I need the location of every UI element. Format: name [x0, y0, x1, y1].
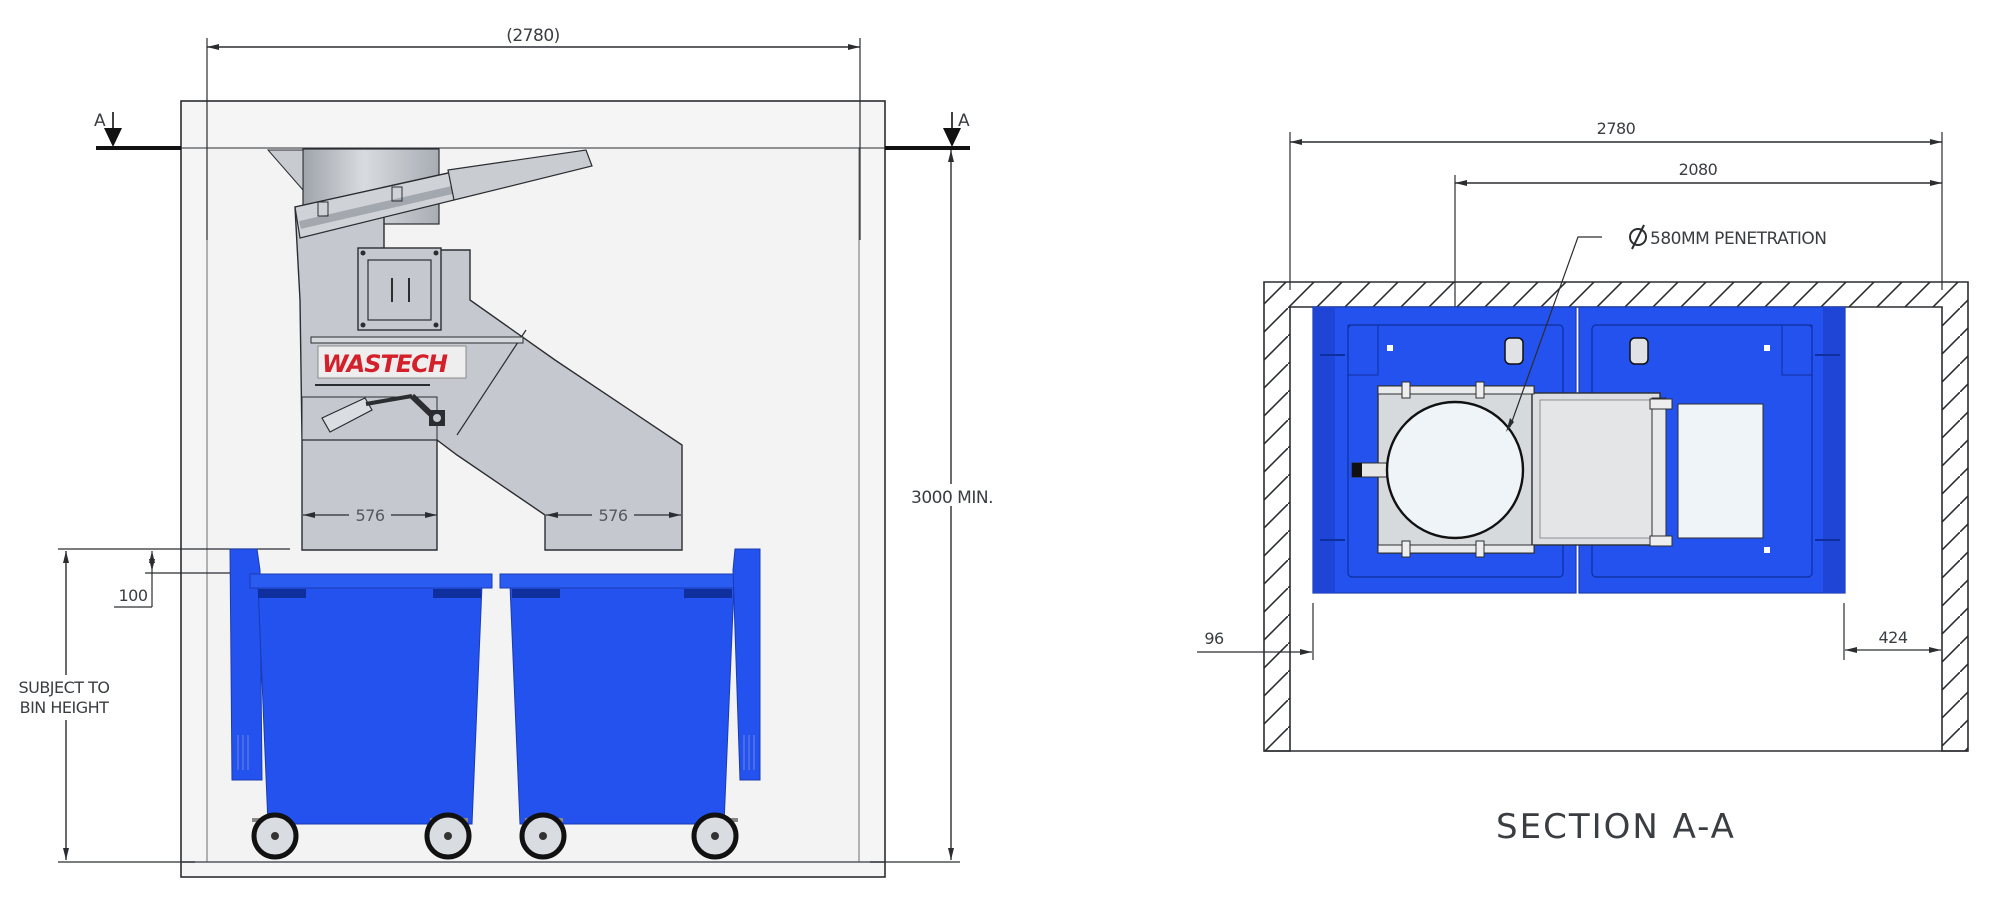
- access-panel: [357, 247, 442, 331]
- clearance-label: 100: [118, 586, 147, 605]
- penetration-leader-line: [1509, 236, 1602, 428]
- bin-height-note-line2: BIN HEIGHT: [20, 698, 110, 717]
- wheel-icon: [691, 812, 739, 860]
- actuator-cylinder: [321, 397, 373, 433]
- section-marker-left: A: [94, 111, 106, 131]
- logo-plate: [317, 345, 467, 379]
- section-arrow-right-icon: [943, 112, 961, 147]
- chute-right-width-label: 576: [598, 506, 627, 525]
- right-gap-label: 424: [1878, 628, 1907, 647]
- left-gap-label: 96: [1204, 629, 1224, 648]
- bin-wheels: [251, 812, 739, 860]
- height-label: 3000 MIN.: [911, 488, 993, 508]
- offset-width-label: 2080: [1679, 160, 1718, 179]
- wheel-icon: [424, 812, 472, 860]
- wheel-icon: [251, 812, 299, 860]
- bin-handle-left: [229, 548, 263, 781]
- section-title: SECTION A-A: [1496, 807, 1736, 847]
- brand-logo: WASTECH: [322, 350, 448, 378]
- elevation-view: (2780) A A 3000 MIN.: [10, 26, 993, 878]
- loading-arm: [447, 149, 593, 201]
- penetration-circle: [1385, 400, 1525, 540]
- diameter-icon: [1629, 224, 1647, 250]
- penetration-plate: [1351, 381, 1673, 558]
- penetration-label: 580MM PENETRATION: [1650, 229, 1826, 249]
- waste-bin-right: [499, 548, 761, 825]
- section-marker-right: A: [958, 111, 970, 131]
- section-overall-width-label: 2780: [1597, 119, 1636, 138]
- overall-width-label: (2780): [506, 26, 560, 46]
- bins-top-view: [1312, 306, 1846, 594]
- bin-lid-panel: [1677, 403, 1764, 539]
- section-view: 2780 2080: [1197, 119, 1969, 847]
- chute-left-width-label: 576: [355, 506, 384, 525]
- bin-height-note-line1: SUBJECT TO: [18, 678, 109, 697]
- bin-handle-right: [732, 548, 761, 781]
- compactor-machine: WASTECH 576 576: [266, 148, 683, 551]
- wheel-icon: [519, 812, 567, 860]
- waste-bin-left: [229, 548, 493, 825]
- section-arrow-left-icon: [104, 112, 122, 147]
